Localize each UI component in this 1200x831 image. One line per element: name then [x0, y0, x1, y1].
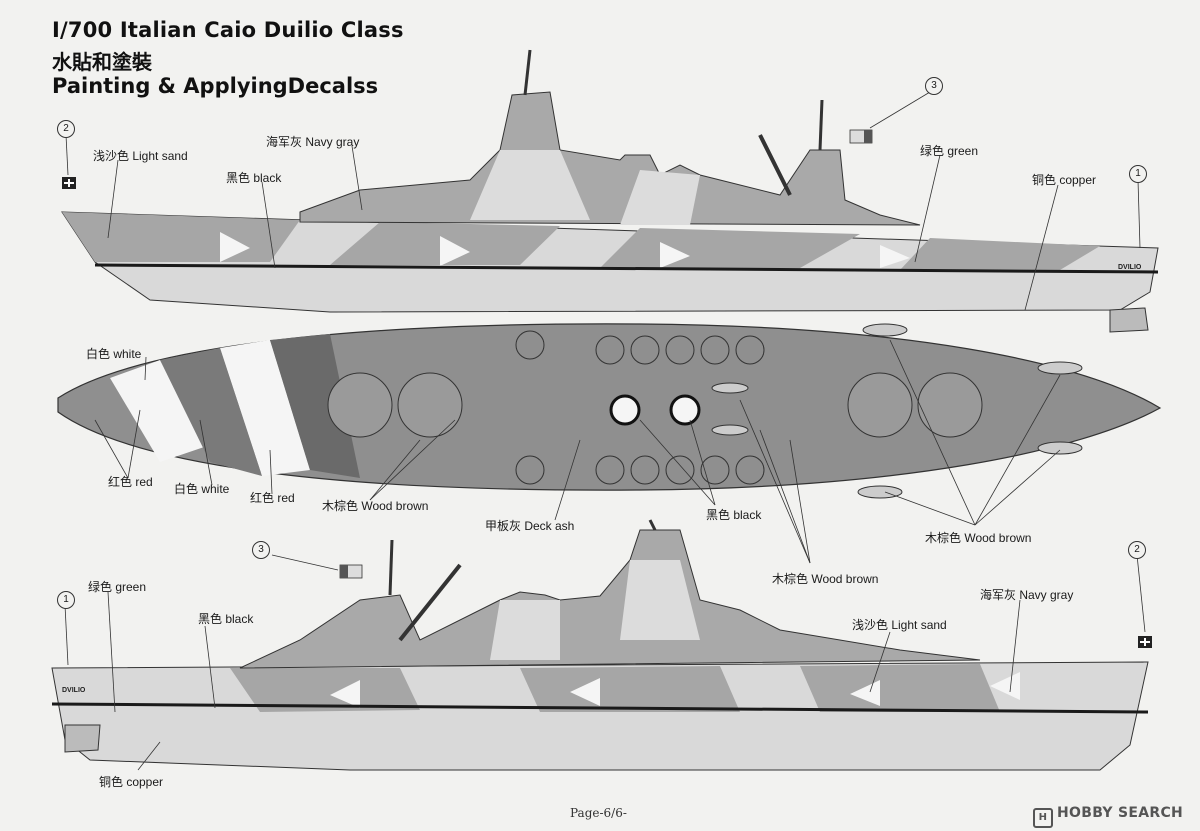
label-white-left: 白色 white: [86, 347, 142, 361]
label-white-mid: 白色 white: [174, 482, 230, 496]
camo-hull-top: [62, 212, 1100, 270]
label-navy-gray-top: 海军灰 Navy gray: [266, 135, 360, 149]
callout-2-bottom: 2: [1128, 541, 1146, 559]
flag-italian-top-band: [864, 130, 872, 143]
label-black-top: 黑色 black: [226, 171, 282, 185]
label-wood-brown-bottom: 木棕色 Wood brown: [772, 572, 879, 586]
stripe-red-1: [160, 348, 262, 476]
funnel-2: [669, 394, 701, 426]
crane-bottom: [398, 563, 462, 642]
boats: [711, 323, 1083, 499]
label-copper-top: 铜色 copper: [1032, 173, 1097, 187]
waterline-top: [94, 263, 1159, 274]
page-subtitle-chinese: 水貼和塗裝: [52, 50, 152, 74]
hobby-search-logo-icon: H: [1033, 808, 1053, 828]
mast-main-bottom: [388, 539, 394, 596]
camo-hull-bottom: [230, 664, 1000, 712]
deck-plan-view: [57, 323, 1162, 499]
label-black-bottom: 黑色 black: [198, 612, 254, 626]
callout-3-bottom: 3: [252, 541, 270, 559]
secondary-guns: [515, 330, 765, 485]
label-light-sand-bottom: 浅沙色 Light sand: [852, 618, 947, 632]
label-green-top: 绿色 green: [920, 144, 979, 158]
mast-main-top: [818, 99, 824, 151]
callout-1-bottom: 1: [57, 591, 75, 609]
label-light-sand-top: 浅沙色 Light sand: [93, 149, 188, 163]
waterline-bottom: [51, 702, 1149, 714]
mast-fore-bottom: [648, 519, 657, 531]
flag-cross-top-left: [64, 179, 74, 187]
flag-italian-bottom-band: [340, 565, 348, 578]
callout-1-top: 1: [1129, 165, 1147, 183]
page-number: Page-6/6-: [570, 806, 627, 820]
superstructure-bottom: [239, 529, 981, 669]
crane-top: [758, 134, 792, 196]
watermark-text: HOBBY SEARCH: [1057, 805, 1184, 821]
page-title: I/700 Italian Caio Duilio Class: [52, 18, 404, 42]
callout-2-top: 2: [57, 120, 75, 138]
page-subtitle-english: Painting & ApplyingDecalss: [52, 74, 379, 98]
rudder-top: [1109, 307, 1149, 333]
superstructure-top: [299, 91, 921, 226]
flag-cross-bottom-right: [1140, 638, 1150, 646]
label-red-left: 红色 red: [108, 475, 153, 489]
turret-3: [847, 372, 913, 438]
stripe-white-1: [110, 360, 210, 462]
ship-name-plate-bottom: DVILIO: [62, 687, 86, 694]
label-deck-ash: 甲板灰 Deck ash: [485, 519, 575, 533]
callout-3-top: 3: [925, 77, 943, 95]
turret-4: [917, 372, 983, 438]
label-green-bottom: 绿色 green: [88, 580, 147, 594]
stripe-white-2: [220, 340, 310, 476]
turret-2: [397, 372, 463, 438]
label-copper-bottom: 铜色 copper: [99, 775, 164, 789]
leader-lines: [64, 91, 1146, 771]
label-navy-gray-bottom: 海军灰 Navy gray: [980, 588, 1074, 602]
label-red-mid: 红色 red: [250, 491, 295, 505]
label-wood-brown-right: 木棕色 Wood brown: [925, 531, 1032, 545]
label-wood-brown-mid: 木棕色 Wood brown: [322, 499, 429, 513]
rudder-bottom: [64, 724, 101, 753]
ship-name-plate-top: DVILIO: [1118, 264, 1142, 271]
label-black-mid: 黑色 black: [706, 508, 762, 522]
side-view-port: [51, 519, 1152, 771]
stripe-red-2: [270, 334, 360, 478]
mast-fore-top: [523, 49, 532, 96]
side-view-starboard: [61, 49, 1159, 333]
camo-superstructure-top: [470, 150, 700, 225]
camo-superstructure-bottom: [490, 560, 700, 660]
turret-1: [327, 372, 393, 438]
funnel-1: [609, 394, 641, 426]
